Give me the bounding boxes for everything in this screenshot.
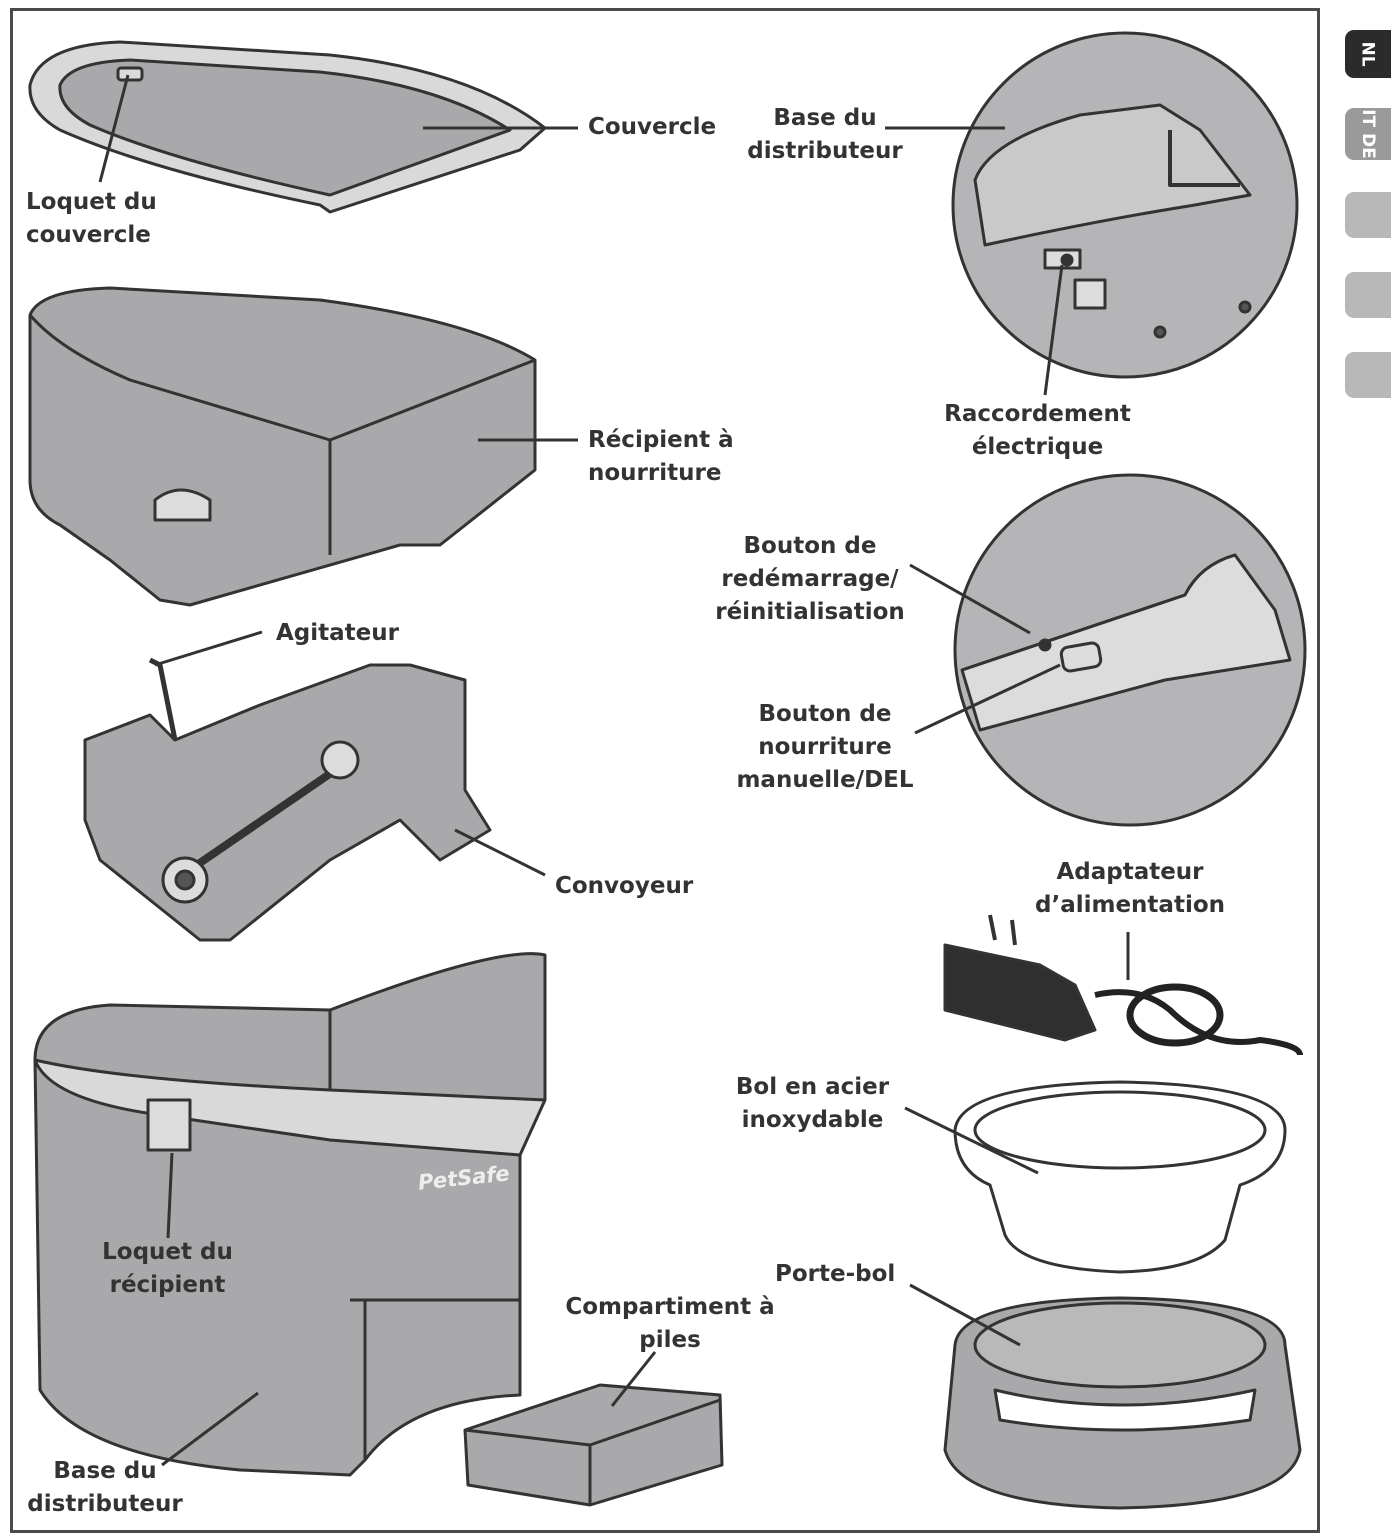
battery-compartment-illustration <box>463 1383 724 1507</box>
label-line: distributeur <box>27 1491 183 1517</box>
leader-agitator <box>154 630 263 667</box>
bowl-holder-illustration <box>943 1296 1302 1510</box>
label-line: Bouton de <box>758 701 892 727</box>
leader-lid-latch <box>98 74 130 183</box>
label-line: Loquet du <box>102 1239 233 1265</box>
label-line: Raccordement <box>944 401 1131 427</box>
language-tab-nl[interactable]: NL <box>1345 30 1391 78</box>
tab-label: IT DE <box>1358 109 1379 159</box>
label-line: Porte-bol <box>775 1261 896 1287</box>
label-convoyeur: Convoyeur <box>555 870 693 903</box>
leader-manual-button <box>914 663 1061 735</box>
leader-bowl <box>904 1106 1039 1175</box>
label-loquet-couvercle: Loquet du couvercle <box>26 186 157 252</box>
label-line: couvercle <box>26 222 151 248</box>
leader-container-latch <box>166 1152 174 1239</box>
dispenser-base-illustration <box>33 952 547 1477</box>
label-line: Loquet du <box>26 189 157 215</box>
diagram-frame <box>10 8 1320 1533</box>
label-line: Agitateur <box>276 620 399 646</box>
label-line: inoxydable <box>741 1107 884 1133</box>
label-line: nourriture <box>758 734 892 760</box>
label-line: Base du <box>773 105 877 131</box>
label-porte-bol: Porte-bol <box>775 1258 895 1291</box>
label-line: Bouton de <box>743 533 877 559</box>
label-recipient: Récipient à nourriture <box>588 424 734 490</box>
leader-power-connection <box>1043 264 1064 396</box>
label-adaptateur-alimentation: Adaptateur d’alimentation <box>1030 856 1230 922</box>
conveyor-illustration <box>83 657 492 942</box>
label-line: nourriture <box>588 460 722 486</box>
label-agitateur: Agitateur <box>276 617 399 650</box>
label-base-distributeur-bottom: Base du distributeur <box>25 1455 185 1521</box>
label-bouton-nourriture-manuelle: Bouton de nourriture manuelle/DEL <box>725 698 925 797</box>
base-closeup-illustration <box>951 31 1299 379</box>
language-tab-4[interactable] <box>1345 272 1391 318</box>
label-line: Compartiment à <box>565 1294 775 1320</box>
language-tab-it-de[interactable]: IT DE <box>1345 108 1391 160</box>
label-line: réinitialisation <box>715 599 905 625</box>
label-line: Adaptateur <box>1056 859 1204 885</box>
label-line: récipient <box>109 1272 226 1298</box>
label-compartiment-piles: Compartiment à piles <box>560 1291 780 1357</box>
leader-battery <box>610 1351 657 1407</box>
leader-bowl-holder <box>909 1283 1021 1347</box>
label-line: piles <box>639 1327 701 1353</box>
label-line: manuelle/DEL <box>736 767 914 793</box>
lid-illustration <box>28 40 547 214</box>
tab-label: NL <box>1358 41 1378 67</box>
label-line: redémarrage/ <box>721 566 899 592</box>
label-line: Bol en acier <box>735 1074 890 1100</box>
label-line: distributeur <box>747 138 903 164</box>
label-line: d’alimentation <box>1035 892 1225 918</box>
language-tab-3[interactable] <box>1345 192 1391 238</box>
label-bol-acier: Bol en acier inoxydable <box>730 1071 895 1137</box>
bowl-illustration <box>953 1080 1287 1274</box>
leader-base-bottom <box>161 1391 259 1467</box>
label-raccordement-electrique: Raccordement électrique <box>935 398 1140 464</box>
food-container-illustration <box>28 286 537 607</box>
label-line: électrique <box>971 434 1104 460</box>
label-line: Couvercle <box>588 114 717 140</box>
leader-reset-button <box>909 563 1031 635</box>
label-line: Base du <box>53 1458 157 1484</box>
label-line: Récipient à <box>588 427 734 453</box>
buttons-closeup-illustration <box>953 473 1307 827</box>
label-loquet-recipient: Loquet du récipient <box>95 1236 240 1302</box>
label-line: Convoyeur <box>555 873 694 899</box>
label-base-distributeur-top: Base du distributeur <box>745 102 905 168</box>
leader-conveyor <box>454 828 546 877</box>
label-couvercle: Couvercle <box>588 111 716 144</box>
language-tab-5[interactable] <box>1345 352 1391 398</box>
label-bouton-redemarrage: Bouton de redémarrage/ réinitialisation <box>705 530 915 629</box>
power-adapter-illustration <box>943 914 1303 1056</box>
